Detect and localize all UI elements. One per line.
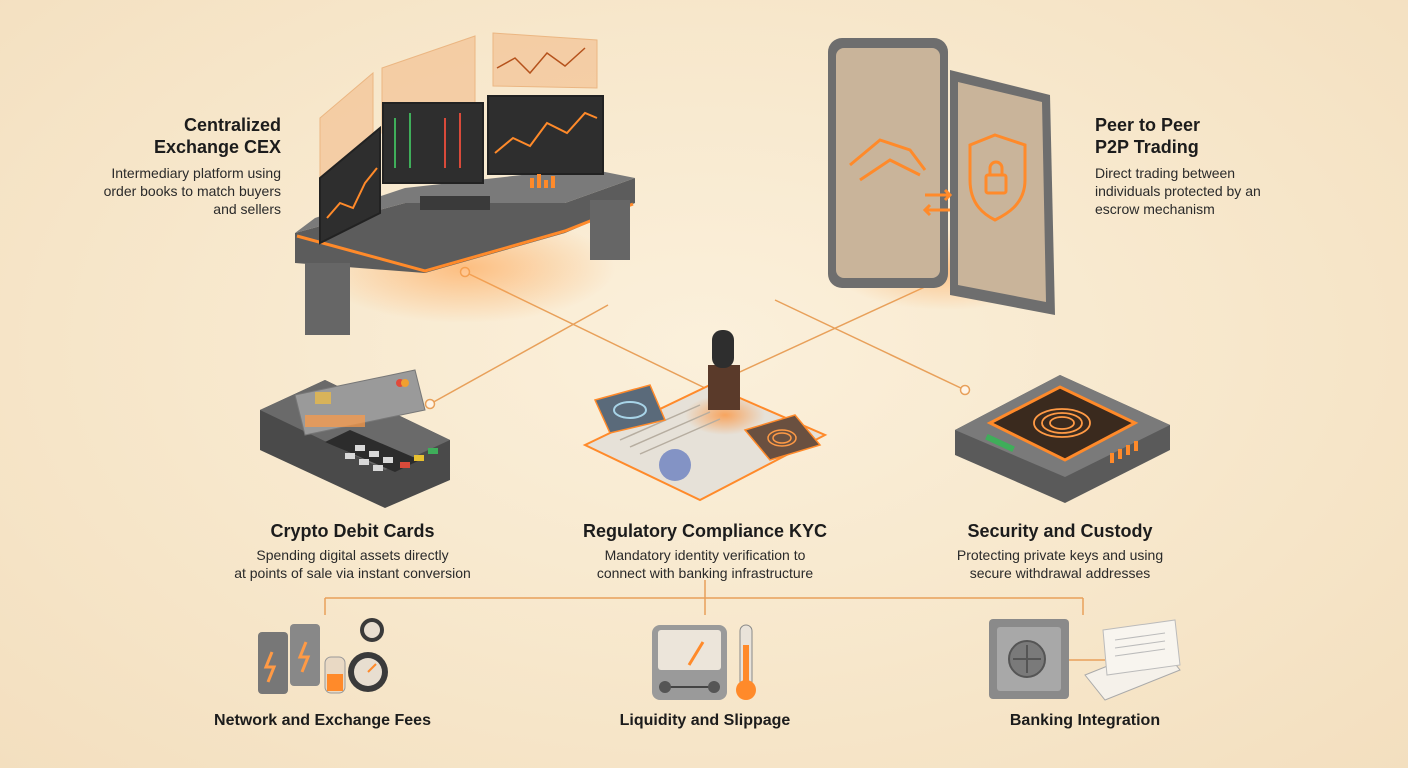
kyc-text: Regulatory Compliance KYC Mandatory iden… [555, 520, 855, 582]
p2p-title: Peer to Peer P2P Trading [1095, 115, 1201, 157]
stamp-document-icon [582, 330, 828, 502]
debit-title: Crypto Debit Cards [270, 521, 435, 541]
battery-gauge-icon [258, 618, 388, 694]
handshake-tablet-icon [828, 38, 1055, 315]
kyc-title: Regulatory Compliance KYC [582, 521, 828, 541]
fees-label: Network and Exchange Fees [214, 712, 431, 729]
card-terminal-icon [260, 369, 450, 508]
connector-dot [424, 398, 436, 410]
debit-description: Spending digital assets directly at poin… [234, 547, 471, 581]
cex-description: Intermediary platform using order books … [103, 165, 281, 217]
fingerprint-vault-icon [955, 375, 1170, 503]
security-title: Security and Custody [967, 521, 1153, 541]
security-text: Security and Custody Protecting private … [910, 520, 1210, 582]
kyc-description: Mandatory identity verification to conne… [596, 547, 814, 581]
p2p-text: Peer to Peer P2P Trading Direct trading … [1095, 114, 1315, 218]
trading-desk-icon [295, 32, 635, 335]
bank-safe-icon [989, 619, 1181, 701]
cex-title: Centralized Exchange CEX [153, 115, 281, 157]
p2p-description: Direct trading between individuals prote… [1095, 165, 1261, 217]
liquidity-label: Liquidity and Slippage [619, 712, 791, 729]
debit-text: Crypto Debit Cards Spending digital asse… [200, 520, 505, 582]
connector-dot [959, 384, 971, 396]
cex-text: Centralized Exchange CEX Intermediary pl… [60, 114, 281, 218]
meter-thermometer-icon [652, 624, 756, 700]
banking-label: Banking Integration [1009, 712, 1161, 729]
security-description: Protecting private keys and using secure… [956, 547, 1164, 581]
